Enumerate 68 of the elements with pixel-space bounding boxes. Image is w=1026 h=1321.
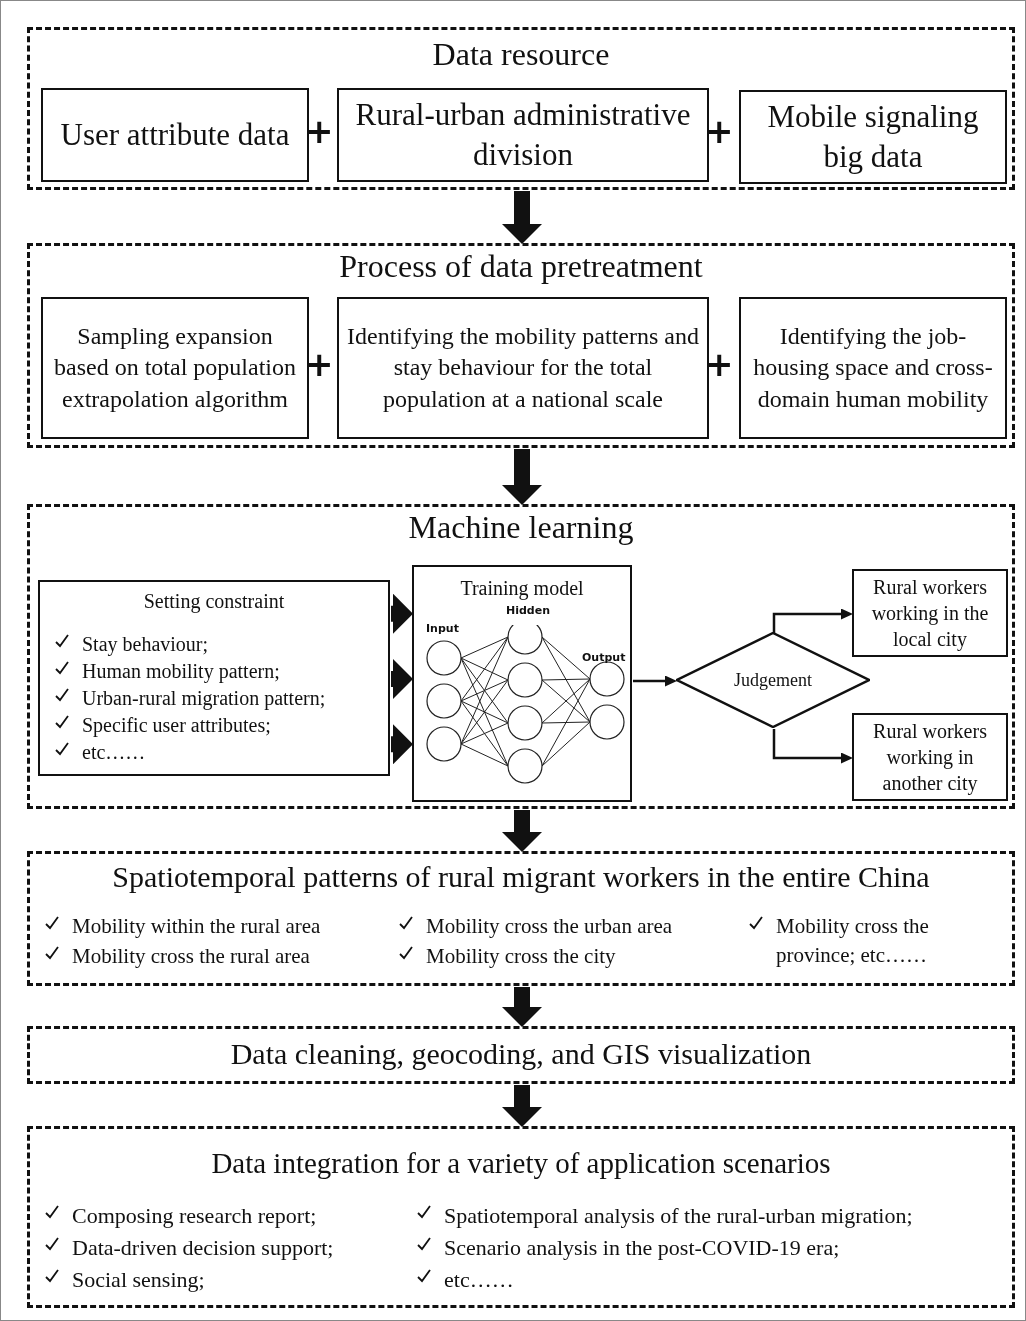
group-title: Machine learning: [408, 509, 634, 546]
list-item: etc……: [82, 740, 146, 765]
plus-sign: +: [705, 347, 734, 381]
arrow: [772, 608, 853, 633]
list-item: etc……: [444, 1266, 514, 1294]
dashed-group-box: [27, 27, 1015, 190]
box-label: Rural workers working in the local city: [870, 575, 990, 652]
layer-label: Output: [582, 651, 626, 666]
list-item: Composing research report;: [72, 1202, 317, 1230]
box-label: Rural-urban administrative division: [354, 95, 692, 174]
group-title: Training model: [460, 576, 584, 601]
process-box: [852, 713, 1008, 801]
block-arrow: [502, 987, 542, 1027]
constraint-box: [38, 580, 390, 776]
process-box: [41, 297, 309, 439]
block-arrow: [502, 449, 542, 505]
list-item: Specific user attributes;: [82, 713, 271, 739]
box-label: Identifying the mobility patterns and stay behaviour for the total population at a national scale: [346, 322, 700, 414]
box-label: Mobile signaling big data: [766, 97, 980, 176]
block-arrow: [391, 724, 413, 765]
decision-label: Judgement: [734, 669, 812, 691]
dashed-group-box: [27, 1126, 1015, 1308]
list-item: Scenario analysis in the post-COVID-19 era;: [444, 1234, 840, 1262]
list-item: Social sensing;: [72, 1266, 205, 1294]
dashed-group-box: [27, 243, 1015, 448]
box-label: Identifying the job-housing space and cross-domain human mobility: [752, 322, 994, 414]
group-title: Setting constraint: [143, 589, 285, 614]
dashed-group-box: [27, 1026, 1015, 1084]
model-box: [412, 565, 632, 802]
process-box: [739, 297, 1007, 439]
group-title: Spatiotemporal patterns of rural migrant workers in the entire China: [112, 860, 930, 894]
group-title: Data resource: [432, 36, 610, 73]
arrow: [633, 675, 677, 687]
process-box: [739, 90, 1007, 184]
arrow: [772, 729, 853, 764]
list-item: Spatiotemporal analysis of the rural-urban migration;: [444, 1202, 913, 1230]
decision-diamond: [676, 632, 870, 728]
block-arrow: [502, 810, 542, 852]
block-arrow: [391, 659, 413, 699]
plus-sign: +: [305, 347, 334, 381]
list-item: Human mobility pattern;: [82, 659, 280, 685]
dashed-group-box: [27, 851, 1015, 986]
list-item: Mobility cross the city: [426, 943, 616, 970]
plus-sign: +: [705, 114, 734, 148]
box-label: Rural workers working in another city: [872, 719, 988, 796]
list-item: Data-driven decision support;: [72, 1234, 334, 1262]
box-label: User attribute data: [60, 115, 290, 154]
layer-label: Input: [426, 622, 459, 637]
layer-label: Hidden: [506, 604, 551, 619]
process-box: [852, 569, 1008, 657]
group-title: Data cleaning, geocoding, and GIS visualization: [230, 1037, 812, 1071]
list-item: Mobility cross the province; etc……: [776, 913, 930, 970]
block-arrow: [391, 593, 413, 634]
block-arrow: [502, 191, 542, 244]
list-item: Mobility within the rural area: [72, 913, 321, 940]
process-box: [337, 88, 709, 182]
list-item: Mobility cross the urban area: [426, 913, 673, 940]
box-label: Sampling expansion based on total population extrapolation algorithm: [53, 322, 297, 414]
plus-sign: +: [305, 114, 334, 148]
group-title: Data integration for a variety of application scenarios: [211, 1147, 831, 1180]
list-item: Urban-rural migration pattern;: [82, 686, 326, 712]
block-arrow: [502, 1085, 542, 1127]
dashed-group-box: [27, 504, 1015, 809]
group-title: Process of data pretreatment: [339, 248, 703, 285]
list-item: Stay behaviour;: [82, 632, 209, 658]
process-box: [41, 88, 309, 182]
process-box: [337, 297, 709, 439]
list-item: Mobility cross the rural area: [72, 943, 310, 970]
